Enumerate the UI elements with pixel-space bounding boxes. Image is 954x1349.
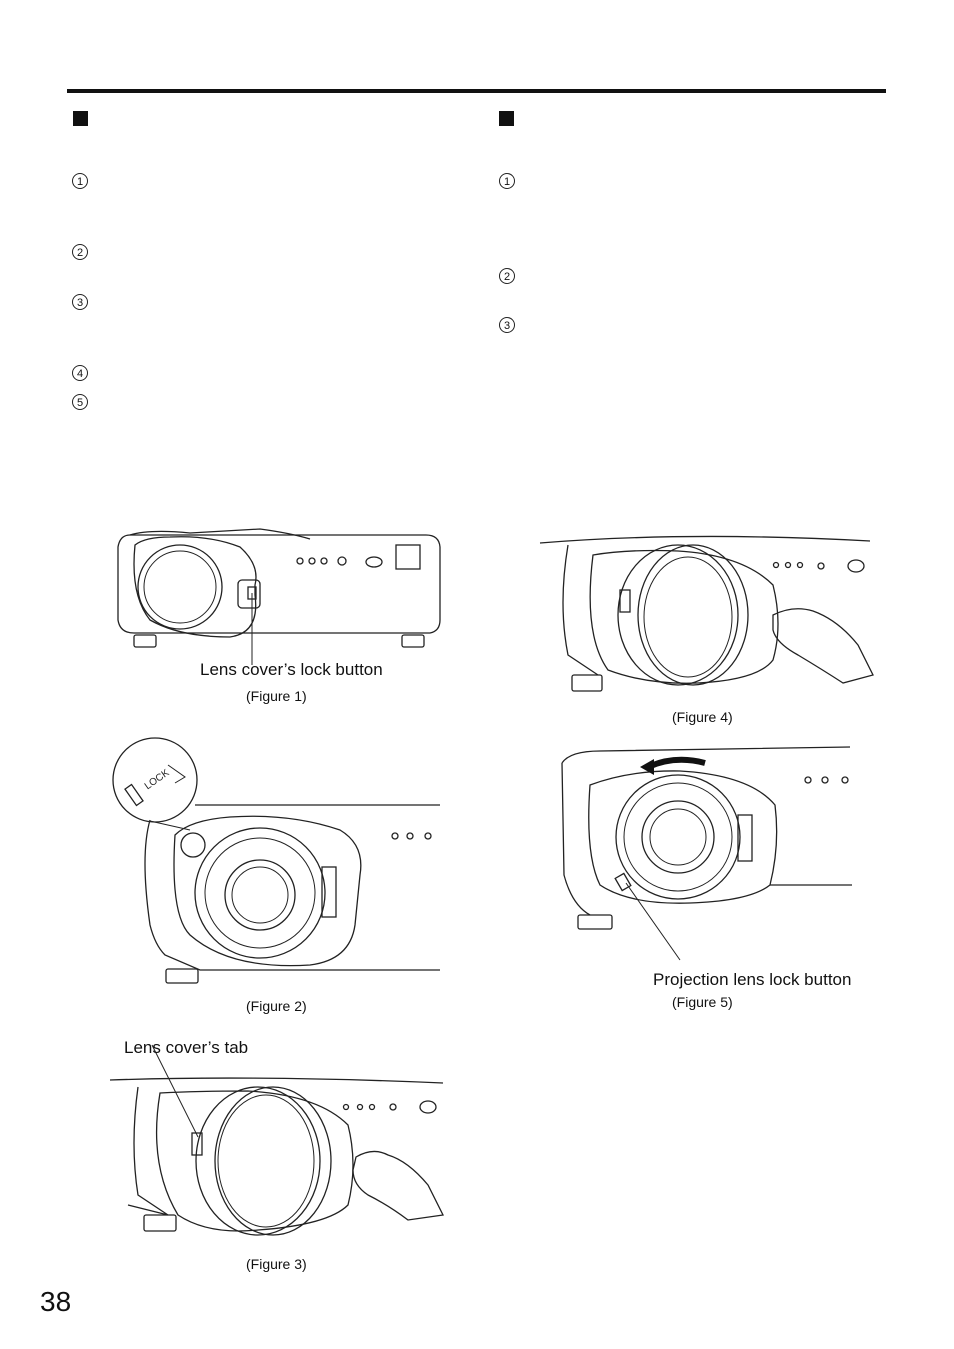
lock-label: LOCK	[143, 767, 172, 792]
page-number: 38	[40, 1286, 72, 1317]
left-step-2: 2	[72, 244, 88, 260]
header-rule	[67, 89, 886, 93]
figure-3-illustration	[109, 1044, 444, 1236]
figure-5-callout: Projection lens lock button	[653, 970, 852, 989]
figure-4-caption: (Figure 4)	[672, 709, 733, 725]
figure-2-illustration: LOCK	[112, 737, 440, 984]
left-step-4: 4	[72, 365, 88, 381]
right-step-3: 3	[499, 317, 515, 333]
right-step-2: 2	[499, 268, 515, 284]
left-step-3: 3	[72, 294, 88, 310]
left-section-marker	[73, 111, 88, 126]
figure-5-caption: (Figure 5)	[672, 994, 733, 1010]
figure-1-illustration	[117, 528, 441, 665]
right-step-1: 1	[499, 173, 515, 189]
left-step-5: 5	[72, 394, 88, 410]
figure-4-illustration	[539, 535, 874, 692]
right-section-marker	[499, 111, 514, 126]
figure-3-caption: (Figure 3)	[246, 1256, 307, 1272]
figure-3-callout: Lens cover’s tab	[124, 1038, 249, 1057]
left-step-1: 1	[72, 173, 88, 189]
figure-1-caption: (Figure 1)	[246, 688, 307, 704]
figure-2-caption: (Figure 2)	[246, 998, 307, 1014]
figure-1-callout: Lens cover’s lock button	[200, 660, 383, 679]
figure-5-illustration	[561, 746, 852, 961]
